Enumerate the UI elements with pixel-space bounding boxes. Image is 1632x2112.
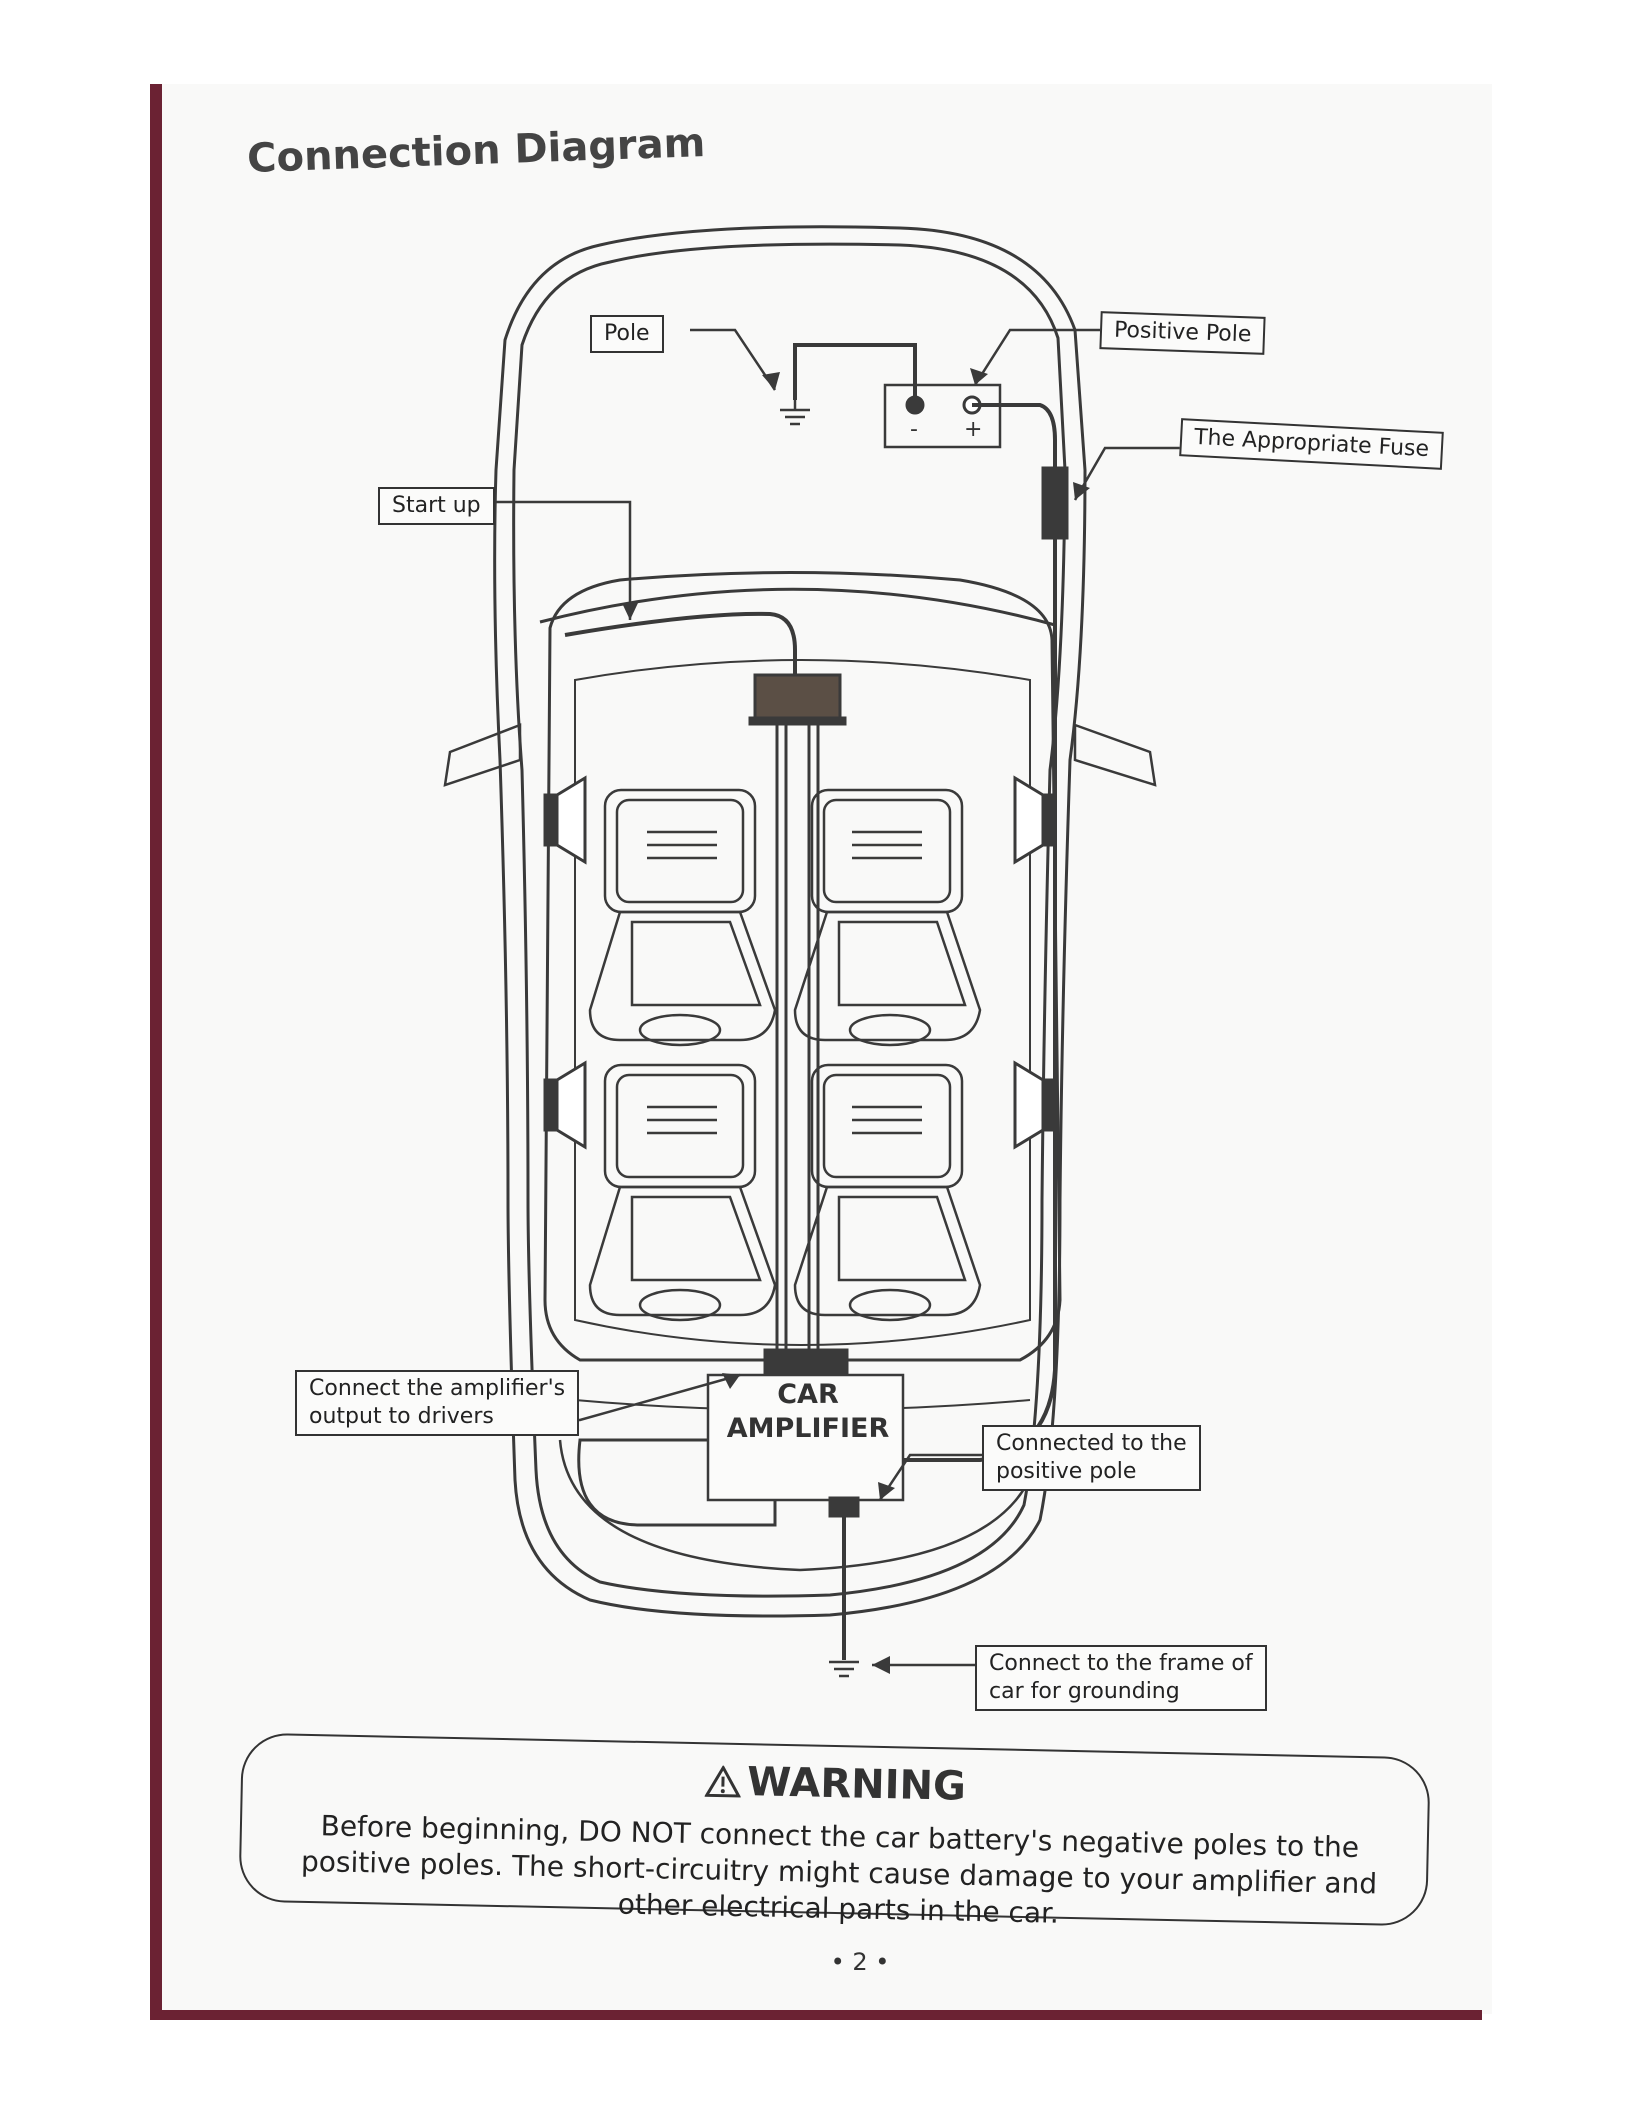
callout-fuse-text: The Appropriate Fuse [1193,424,1430,463]
callout-positive-pole-text: Positive Pole [1113,317,1252,348]
negative-ground-wire [793,343,917,400]
head-unit [753,673,842,720]
windshield [543,571,1062,1362]
positive-power-wire [870,403,1057,1462]
right-mirror [1073,723,1157,787]
rear-bumper [558,1439,1042,1572]
car-body-outline [493,225,1087,1618]
amplifier-output-wire [577,1438,777,1527]
callout-amplifier-output: Connect the amplifier's output to driver… [295,1370,580,1436]
speaker-rear-right [1013,1060,1057,1150]
head-unit-base [748,716,847,726]
car-amplifier [706,1373,905,1502]
warning-text: Before beginning, DO NOT connect the car… [300,1809,1378,1930]
page-number: • 2 • [830,1948,890,1976]
warning-box: WARNING Before beginning, DO NOT connect… [238,1732,1431,1930]
callout-arrowheads [622,368,1090,1674]
callout-connected-positive-line2: positive pole [996,1459,1137,1484]
callout-start-up-text: Start up [392,493,481,518]
speaker-front-left [543,775,587,865]
ground-terminal-block [828,1496,860,1518]
amplifier-label-line1: CAR [777,1379,839,1410]
callout-connected-positive: Connected to the positive pole [982,1425,1201,1491]
warning-title-text: WARNING [746,1759,967,1810]
start-up-wire [564,611,797,680]
hood-line [539,587,1056,627]
rear-left-seat [588,1063,777,1322]
amplifier-label: CAR AMPLIFIER [708,1378,908,1446]
callout-grounding-line2: car for grounding [989,1679,1180,1704]
page-binding-edge [150,2010,1482,2020]
callout-start-up: Start up [378,487,495,525]
speaker-front-right [1013,775,1057,865]
callout-positive-pole: Positive Pole [1099,311,1267,355]
front-right-seat [793,788,982,1047]
fuse [1041,466,1069,540]
callout-grounding: Connect to the frame of car for groundin… [975,1645,1267,1711]
amplifier-label-line2: AMPLIFIER [726,1413,890,1444]
manual-page [150,84,1492,2014]
callout-grounding-line1: Connect to the frame of [989,1651,1253,1676]
left-mirror [443,723,522,787]
callout-amplifier-output-line1: Connect the amplifier's [309,1376,566,1401]
warning-heading: WARNING [243,1749,1429,1820]
battery-negative-terminal [905,395,925,415]
callout-amplifier-output-line2: output to drivers [309,1404,494,1429]
callout-pole: Pole [590,315,664,353]
roof-outline [574,659,1031,1346]
callout-pole-text: Pole [604,321,650,346]
amplifier-input-block [763,1348,849,1378]
speaker-rear-left [543,1060,587,1150]
front-left-seat [588,788,777,1047]
warning-triangle-icon [704,1764,742,1798]
battery-ground-icon [780,400,810,426]
chassis-ground-icon [829,1660,859,1678]
callout-connected-positive-line1: Connected to the [996,1431,1187,1456]
rear-right-seat [793,1063,982,1322]
battery-minus-sign: - [910,417,918,442]
battery [883,383,1002,449]
battery-plus-sign: + [964,417,982,442]
